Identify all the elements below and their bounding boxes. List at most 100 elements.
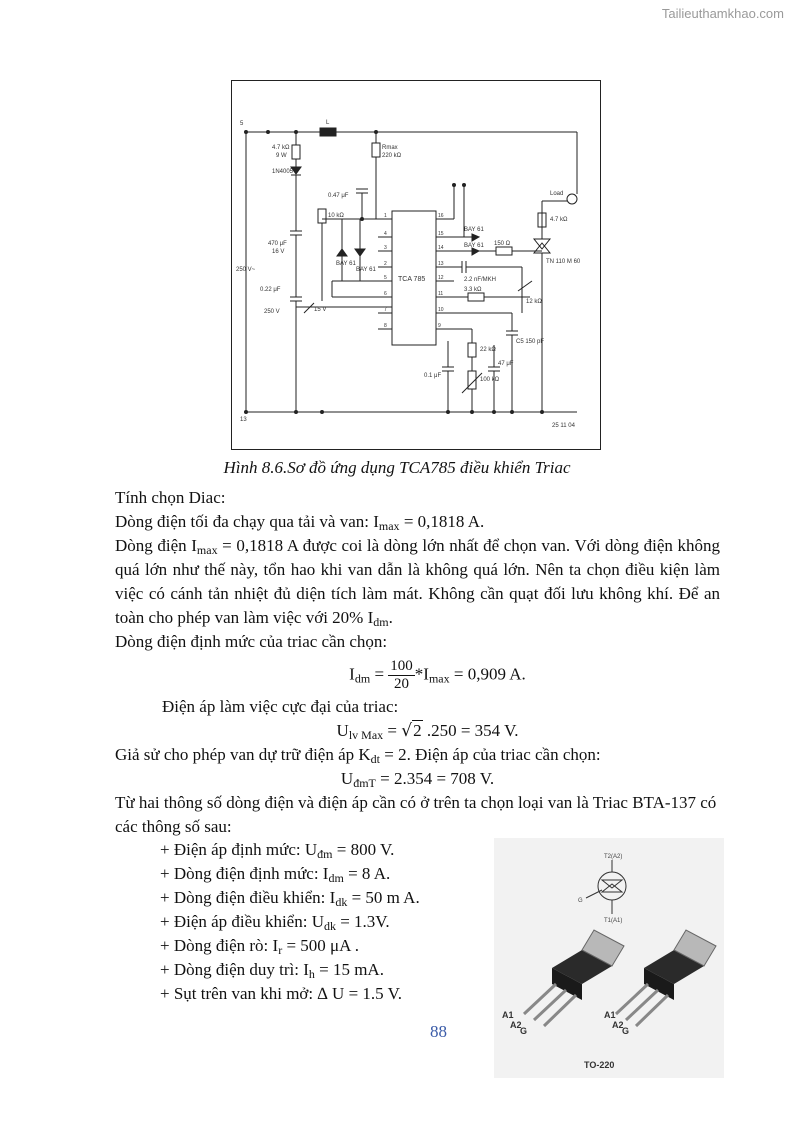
subscript: dt — [370, 752, 381, 766]
triac-photo: T2(A2) T1(A1) G A1 A2 G A1 A2 — [494, 838, 724, 1078]
pin-label-left: 4 — [384, 231, 387, 237]
resistor-10k — [317, 208, 327, 224]
pin-label-left: 1 — [384, 213, 387, 219]
label-g: G — [578, 898, 583, 904]
label-cap-47: 47 μF — [498, 361, 514, 367]
pin-label-right: 9 — [438, 323, 441, 329]
label-cap-022: 0.22 μF — [260, 287, 281, 293]
text-span: Giả sử cho phép van dự trữ điện áp K — [115, 745, 371, 764]
denominator: 20 — [394, 676, 410, 692]
spec-value: = 50 m A. — [347, 888, 420, 907]
text-span: U — [340, 769, 354, 788]
resistor-rmax — [371, 142, 381, 158]
label-cap-470-v: 16 V — [272, 249, 284, 255]
text-span: = 0,1818 A. — [399, 512, 485, 531]
spec-value: = 8 A. — [343, 864, 391, 883]
to220-left — [522, 929, 625, 1028]
circuit-diagram: 5 13 L 4.7 kΩ 9 W 1N4005 Rmax 220 kΩ 0.4… — [231, 80, 601, 450]
subscript: lv Max — [348, 728, 384, 742]
spec-text: + Dòng điện duy trì: I — [160, 960, 309, 979]
sqrt-sign: √ — [401, 721, 413, 741]
label-bottom-rail: 13 — [240, 417, 247, 423]
label-zener: 15 V — [314, 307, 326, 313]
spec-item: + Điện áp định mức: Uđm = 800 V. — [160, 838, 420, 862]
pin-label-left: 6 — [384, 291, 387, 297]
text-span: = 0,909 A. — [449, 664, 526, 684]
paragraph-5: Điện áp làm việc cực đại của triac: — [162, 697, 399, 716]
paragraph-1: Tính chọn Diac: — [115, 488, 226, 507]
paragraph-3: Dòng điện Imax = 0,1818 A được coi là dò… — [115, 534, 720, 630]
label-bay-left: BAY 61 — [336, 261, 356, 267]
spec-subscript: r — [278, 943, 283, 957]
paragraph-2: Dòng điện tối đa chạy qua tải và van: Im… — [115, 510, 720, 534]
label-r-4k7: 4.7 kΩ — [272, 145, 290, 151]
label-a2-left: A2 — [510, 1020, 522, 1030]
pin-label-left: 7 — [384, 307, 387, 313]
spec-item: + Sụt trên van khi mở: ∆ U = 1.5 V. — [160, 982, 420, 1006]
label-cap-c5: C5 150 pF — [516, 339, 544, 345]
watermark: Tailieuthamkhao.com — [661, 6, 784, 21]
label-r-150: 150 Ω — [494, 241, 511, 247]
subscript: max — [196, 543, 218, 557]
text-span: *I — [414, 664, 429, 684]
label-cap-470: 470 μF — [268, 241, 287, 247]
spec-item: + Điện áp điều khiển: Udk = 1.3V. — [160, 910, 420, 934]
resistor-3k3 — [467, 292, 485, 302]
label-top-rail: 5 — [240, 121, 244, 127]
triac-package-svg: T2(A2) T1(A1) G A1 A2 G A1 A2 — [502, 854, 717, 1070]
label-diode: 1N4005 — [272, 169, 294, 175]
label-g-left: G — [520, 1026, 527, 1036]
resistor-150 — [495, 246, 513, 256]
spec-text: + Điện áp định mức: U — [160, 840, 318, 859]
resistor-22k — [467, 342, 477, 358]
label-t2: T2(A2) — [604, 854, 622, 860]
spec-value: = 15 mA. — [314, 960, 384, 979]
spec-text: + Sụt trên van khi mở: — [160, 984, 318, 1003]
pin-label-right: 12 — [438, 275, 444, 281]
subscript: dm — [354, 671, 371, 686]
resistor-4k7 — [291, 144, 301, 160]
spec-list: + Điện áp định mức: Uđm = 800 V.+ Dòng đ… — [160, 838, 420, 1006]
text-span: = 0,1818 A được coi là dòng lớn nhất để … — [115, 536, 720, 627]
label-pot: 100 kΩ — [480, 377, 500, 383]
label-inductor: L — [326, 120, 330, 126]
spec-item: + Dòng điện điều khiển: Idk = 50 m A. — [160, 886, 420, 910]
spec-text: + Điện áp điều khiển: U — [160, 912, 324, 931]
spec-value: = 800 V. — [332, 840, 395, 859]
spec-text: + Dòng điện rò: I — [160, 936, 279, 955]
text-span: I — [349, 664, 355, 684]
label-bay-mid: BAY 61 — [464, 243, 484, 249]
label-a1-left: A1 — [502, 1010, 514, 1020]
spec-subscript: đm — [317, 847, 333, 861]
label-lamp: Load — [550, 191, 563, 197]
paragraph-7: Từ hai thông số dòng điện và điện áp cần… — [115, 793, 717, 836]
label-r-22k: 22 kΩ — [480, 347, 496, 353]
page-number: 88 — [430, 1022, 447, 1041]
chip-label: TCA 785 — [398, 276, 425, 283]
label-package: TO-220 — [584, 1060, 614, 1070]
label-cap-01: 0.1 μF — [424, 373, 441, 379]
label-t1: T1(A1) — [604, 918, 622, 924]
spec-subscript: dk — [335, 895, 348, 909]
to220-right — [614, 929, 717, 1028]
label-bay-right: BAY 61 — [356, 267, 376, 273]
subscript: max — [428, 671, 450, 686]
body-text: Tính chọn Diac: Dòng điện tối đa chạy qu… — [115, 486, 720, 839]
figure-caption: Hình 8.6.Sơ đồ ứng dụng TCA785 điều khiể… — [223, 458, 571, 477]
label-r-10k: 10 kΩ — [328, 213, 344, 219]
text-span: = 2.354 = 708 V. — [375, 769, 495, 788]
pin-label-right: 11 — [438, 291, 443, 297]
spec-item: + Dòng điện định mức: Idm = 8 A. — [160, 862, 420, 886]
pin-label-right: 14 — [438, 245, 444, 251]
label-r-47k: 4.7 kΩ — [550, 217, 568, 223]
text-span: Dòng điện tối đa chạy qua tải và van: I — [115, 512, 379, 531]
label-g-right: G — [622, 1026, 629, 1036]
subscript: đmT — [353, 776, 376, 790]
equation-udmt: UđmT = 2.354 = 708 V. — [115, 767, 720, 791]
paragraph-6: Giả sử cho phép van dự trữ điện áp Kdt =… — [115, 743, 720, 767]
spec-text: + Dòng điện định mức: I — [160, 864, 329, 883]
triac-symbol-circle — [597, 871, 627, 901]
spec-item: + Dòng điện rò: Ir = 500 μA . — [160, 934, 420, 958]
